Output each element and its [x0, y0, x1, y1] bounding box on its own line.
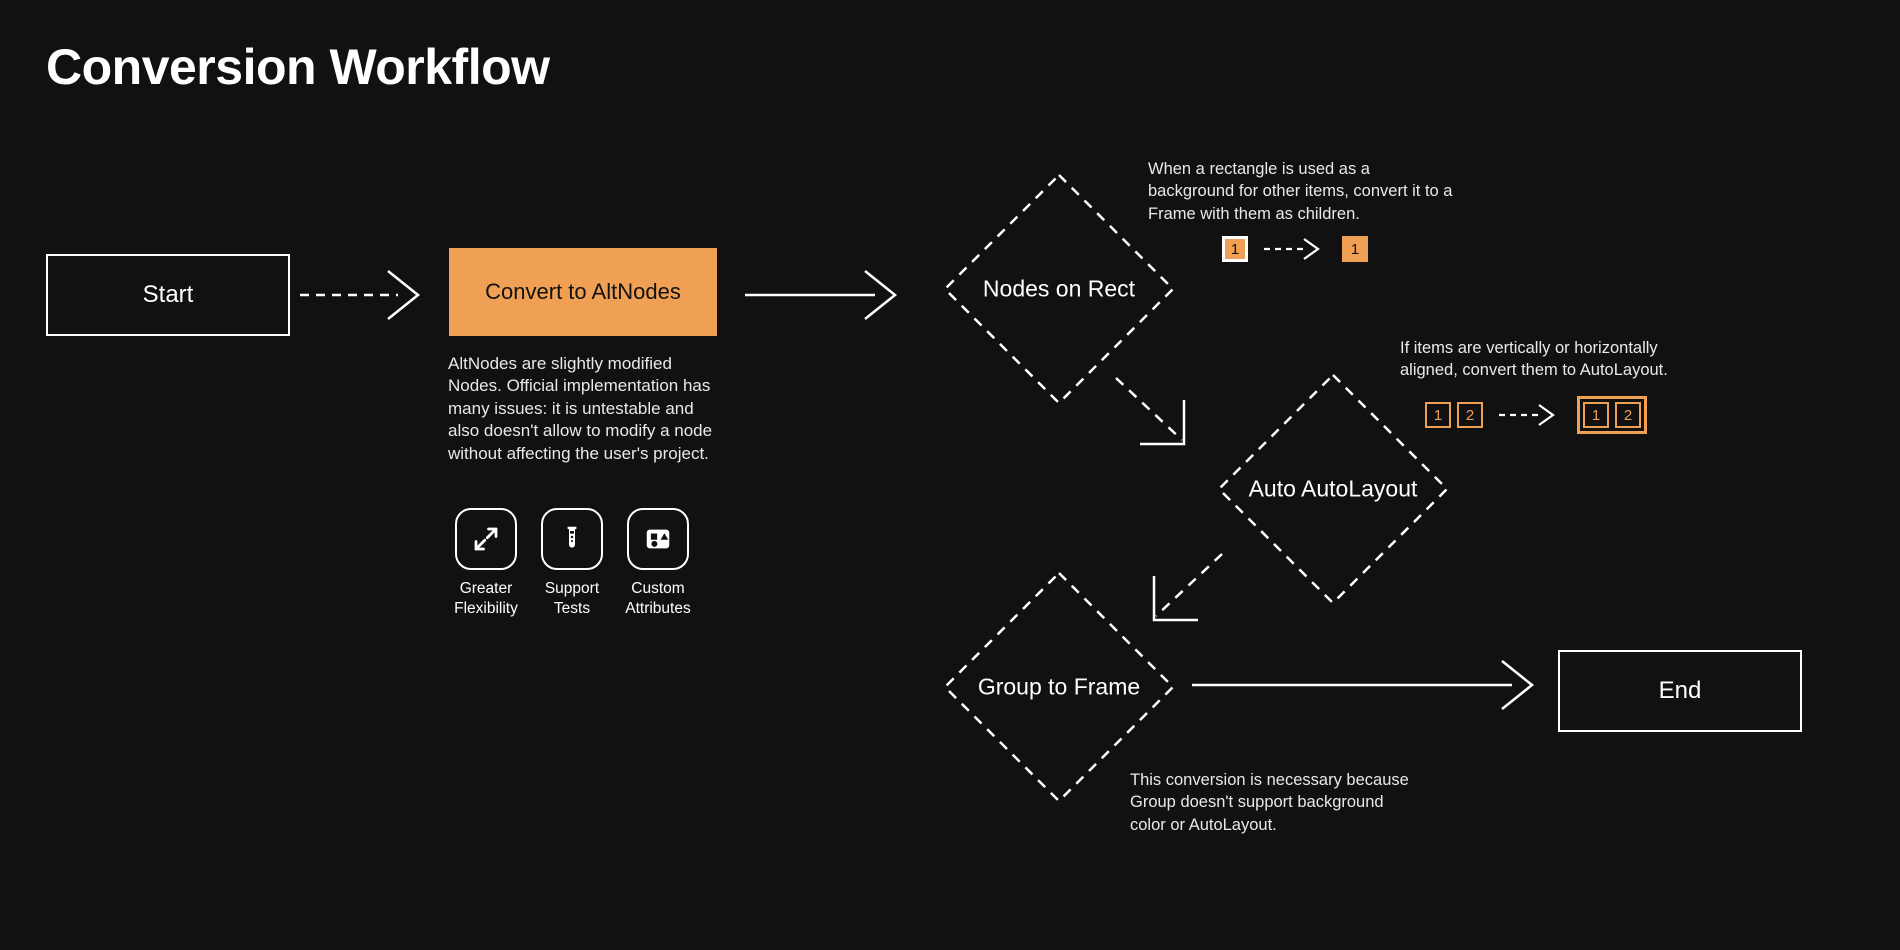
mini-diagram-rect-to-frame: 1 1 [1222, 236, 1368, 262]
connector-nodes-on-rect-to-auto-autolayout [1115, 377, 1186, 446]
convert-description: AltNodes are slightly modified Nodes. Of… [448, 354, 713, 463]
connector-convert-to-nodes-on-rect [745, 270, 898, 320]
connector-group-to-frame-to-end [1192, 660, 1535, 710]
mini-after-group: 1 2 [1577, 396, 1647, 434]
node-auto-autolayout-label: Auto AutoLayout [1248, 475, 1418, 502]
test-tube-icon [541, 508, 603, 570]
dashed-arrow-icon [1264, 238, 1320, 260]
dashed-arrow-icon [1499, 404, 1555, 426]
node-auto-autolayout[interactable]: Auto AutoLayout [1216, 372, 1450, 606]
shapes-icon [627, 508, 689, 570]
feature-support-tests[interactable]: Support Tests [538, 508, 606, 619]
feature-greater-flexibility-label: Greater Flexibility [454, 580, 518, 617]
chip-before-1: 1 [1222, 236, 1248, 262]
annotation-auto-autolayout: If items are vertically or horizontally … [1400, 339, 1668, 380]
mini-after-group: 1 [1342, 236, 1368, 262]
node-start[interactable]: Start [46, 254, 290, 336]
node-start-label: Start [142, 281, 194, 308]
chip-after-2: 2 [1615, 402, 1641, 428]
feature-support-tests-label: Support Tests [544, 580, 600, 617]
connector-start-to-convert [300, 270, 421, 320]
page-title: Conversion Workflow [46, 39, 550, 95]
chip-after-1: 1 [1342, 236, 1368, 262]
node-end[interactable]: End [1558, 650, 1802, 732]
node-group-to-frame[interactable]: Group to Frame [942, 570, 1176, 804]
node-group-to-frame-label: Group to Frame [977, 673, 1141, 700]
feature-greater-flexibility[interactable]: Greater Flexibility [452, 508, 520, 619]
node-convert-to-altnodes[interactable]: Convert to AltNodes [449, 248, 717, 336]
annotation-nodes-on-rect: When a rectangle is used as a background… [1148, 160, 1453, 223]
feature-list: Greater Flexibility Support Tests [452, 508, 692, 619]
node-convert-label: Convert to AltNodes [485, 279, 681, 304]
feature-custom-attributes-label: Custom Attributes [625, 580, 691, 617]
feature-custom-attributes[interactable]: Custom Attributes [624, 508, 692, 619]
annotation-group-to-frame: This conversion is necessary because Gro… [1130, 771, 1409, 834]
connector-auto-autolayout-to-group-to-frame [1152, 553, 1223, 622]
node-end-label: End [1658, 677, 1702, 704]
chip-after-1: 1 [1583, 402, 1609, 428]
mini-diagram-items-to-autolayout: 1 2 1 2 [1425, 396, 1647, 434]
mini-before-group: 1 2 [1425, 402, 1483, 428]
node-nodes-on-rect[interactable]: Nodes on Rect [942, 172, 1176, 406]
expand-arrows-icon [455, 508, 517, 570]
chip-before-2: 2 [1457, 402, 1483, 428]
node-nodes-on-rect-label: Nodes on Rect [982, 275, 1136, 302]
chip-before-1: 1 [1425, 402, 1451, 428]
mini-before-group: 1 [1222, 236, 1248, 262]
